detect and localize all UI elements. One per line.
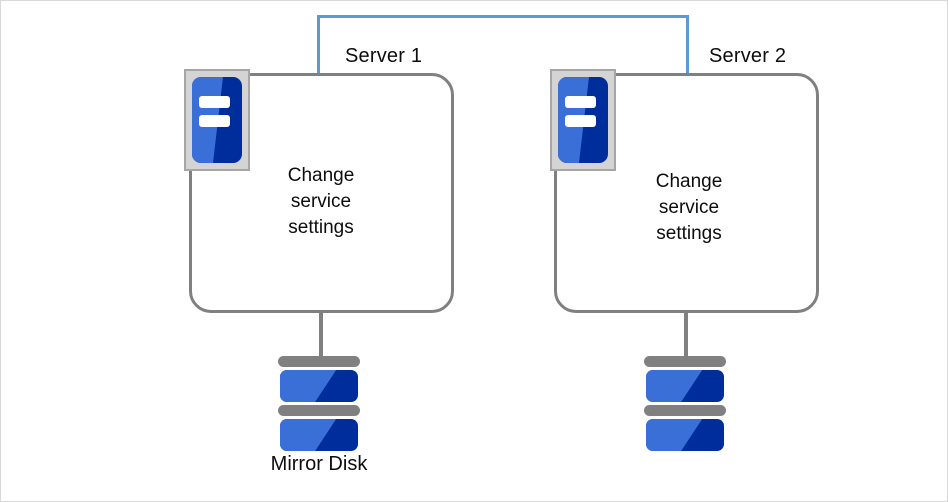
server-2-disk-connector [684, 313, 688, 360]
server-2-icon [550, 69, 616, 171]
disk-platter-1 [280, 370, 358, 402]
disk-platter-highlight [280, 370, 337, 402]
disk-platter-2 [646, 419, 724, 451]
server-1-icon [184, 69, 250, 171]
server-1-disk-connector [319, 313, 323, 360]
server-2-body-text: Change service settings [655, 171, 723, 244]
server-icon-bar-top [564, 95, 596, 108]
disk-platter-1 [646, 370, 724, 402]
interconnect-right-drop [686, 15, 689, 74]
server-1-label: Server 1 [345, 45, 423, 67]
disk-platter-2 [280, 419, 358, 451]
server-icon-bar-bottom [198, 114, 230, 127]
disk-2[interactable] [644, 356, 726, 451]
disk-bar-top [644, 356, 726, 367]
server-icon-body [192, 77, 242, 163]
disk-bar-middle [644, 405, 726, 416]
server-icon-body [558, 77, 608, 163]
server-icon-bar-top [198, 95, 230, 108]
disk-platter-highlight [280, 419, 337, 451]
interconnect-horizontal-line [317, 15, 689, 18]
interconnect-left-drop [317, 15, 320, 74]
server-icon-bar-bottom [564, 114, 596, 127]
disk-bar-middle [278, 405, 360, 416]
disk-platter-highlight [646, 419, 703, 451]
disk-bar-top [278, 356, 360, 367]
server-1-body-text: Change service settings [287, 165, 355, 238]
server-2-box[interactable] [554, 73, 819, 313]
disk-platter-highlight [646, 370, 703, 402]
disk-1[interactable] [278, 356, 360, 451]
server-2-label: Server 2 [709, 45, 787, 67]
disk-1-label: Mirror Disk [270, 453, 368, 475]
